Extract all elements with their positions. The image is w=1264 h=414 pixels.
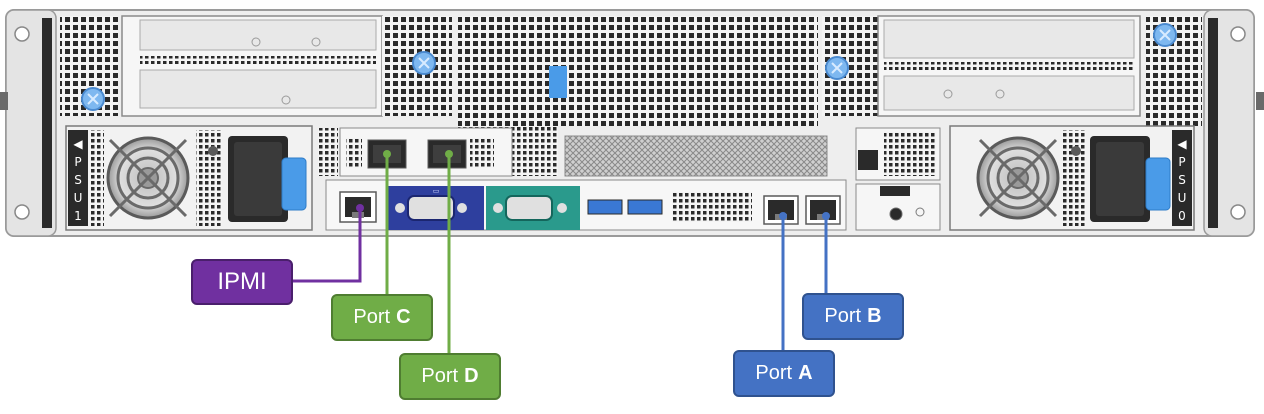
ear-hole-right-bottom bbox=[1230, 204, 1246, 220]
psu-0-latch bbox=[1145, 157, 1171, 211]
usb-port-1 bbox=[587, 199, 623, 215]
psu-1-label-char: P bbox=[74, 155, 81, 169]
center-blue-tab bbox=[549, 66, 567, 98]
port-b-callout-prefix: Port bbox=[824, 305, 862, 327]
psu-0-label-char: S bbox=[1178, 173, 1186, 187]
power-button bbox=[889, 207, 903, 221]
psu-0-label-char: U bbox=[1178, 191, 1187, 205]
center-vent bbox=[458, 16, 818, 126]
ear-hole-left-top bbox=[14, 26, 30, 42]
psu-0-label-char: P bbox=[1178, 155, 1185, 169]
psu-1-label-char: U bbox=[74, 191, 83, 205]
ear-hole-right-top bbox=[1230, 26, 1246, 42]
port-c-callout-letter: C bbox=[396, 306, 411, 328]
port-a-callout-prefix: Port bbox=[755, 362, 793, 384]
ipmi-leader-line bbox=[293, 208, 362, 283]
pcie-slot-left-2 bbox=[139, 69, 377, 109]
port-a-callout-letter: A bbox=[798, 362, 813, 384]
ear-hole-left-bottom bbox=[14, 204, 30, 220]
ipmi-callout-text: IPMI bbox=[217, 268, 267, 295]
port-d-callout-letter: D bbox=[464, 365, 479, 387]
port-d-callout-prefix: Port bbox=[421, 365, 459, 387]
pcie-slot-left-1 bbox=[139, 19, 377, 51]
usb-port-2 bbox=[627, 199, 663, 215]
psu-0-label-char: 0 bbox=[1178, 209, 1186, 223]
svg-text:▭: ▭ bbox=[433, 187, 440, 195]
ipmi-callout: IPMI bbox=[191, 259, 293, 305]
psu-0-label-strip bbox=[1172, 130, 1192, 226]
psu-0-label-arrow: ◀ bbox=[1177, 137, 1187, 151]
pcie-slot-right-1 bbox=[883, 19, 1135, 59]
psu-1-label-char: S bbox=[74, 173, 82, 187]
port-c-callout-prefix: Port bbox=[353, 306, 391, 328]
center-grille bbox=[564, 135, 828, 177]
pcie-slot-right-2 bbox=[883, 75, 1135, 111]
port-b-callout-letter: B bbox=[867, 305, 882, 327]
psu-1-label-arrow: ◀ bbox=[73, 137, 83, 151]
psu-1-label-char: 1 bbox=[74, 209, 82, 223]
psu-1-latch bbox=[281, 157, 307, 211]
psu-1-label-strip bbox=[68, 130, 88, 226]
